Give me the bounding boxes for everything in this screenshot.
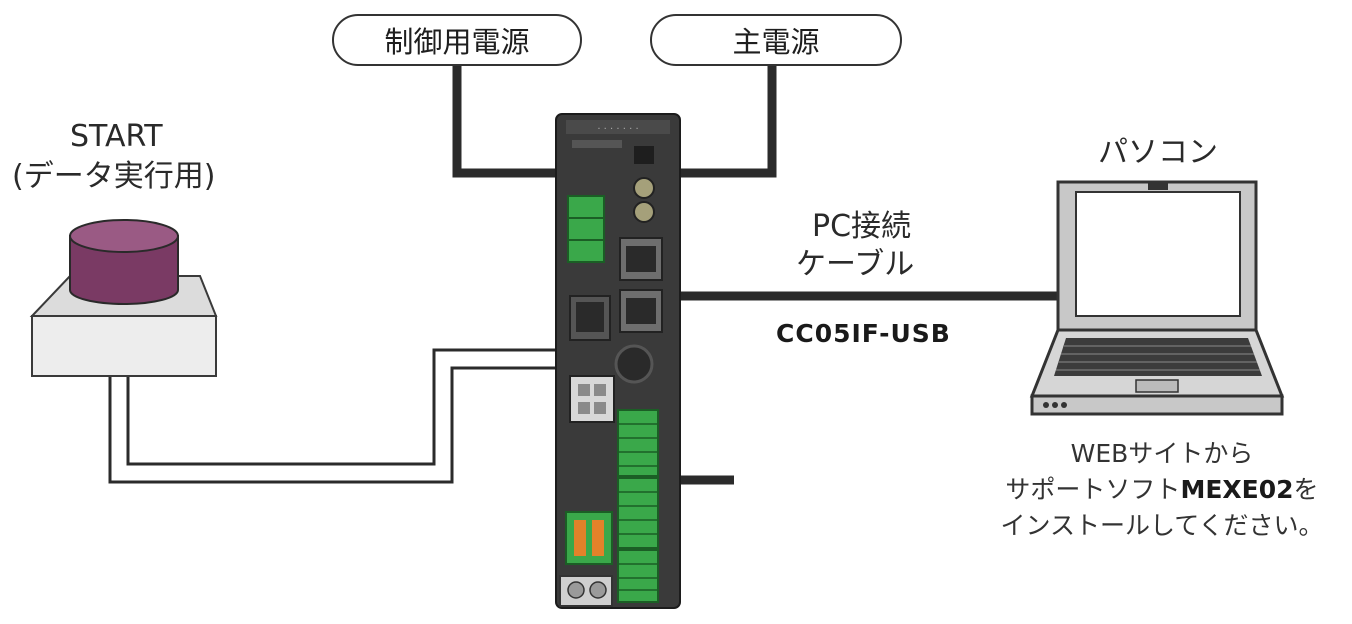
install-note: WEBサイトから サポートソフトMEXE02を インストールしてください。 [972,436,1352,544]
pc-label: パソコン [1098,135,1218,170]
install-note-line2-pre: サポートソフト [1005,475,1181,504]
install-note-line2-post: を [1293,475,1319,504]
control-power-label: 制御用電源 [332,14,582,66]
laptop-icon [1029,180,1285,416]
install-note-line1: WEBサイトから [1070,439,1254,468]
start-sublabel: (データ実行用) [12,159,216,194]
install-note-software-name: MEXE02 [1180,475,1294,504]
main-power-wire [676,66,777,178]
start-signal-wire [108,348,560,484]
driver-unit: · · · · · · · [555,113,681,609]
main-power-label: 主電源 [650,14,902,66]
cable-label-line1: PC接続 [812,209,912,244]
svg-text:· · · · · · ·: · · · · · · · [597,124,638,135]
cable-model-label: CC05IF-USB [776,319,951,348]
start-button [29,219,218,377]
cable-label-line2: ケーブル [796,247,915,282]
control-power-wire [452,66,560,178]
install-note-line2: サポートソフトMEXE02を [972,472,1352,508]
install-note-line3: インストールしてください。 [1000,511,1324,540]
start-label: START [70,119,163,154]
